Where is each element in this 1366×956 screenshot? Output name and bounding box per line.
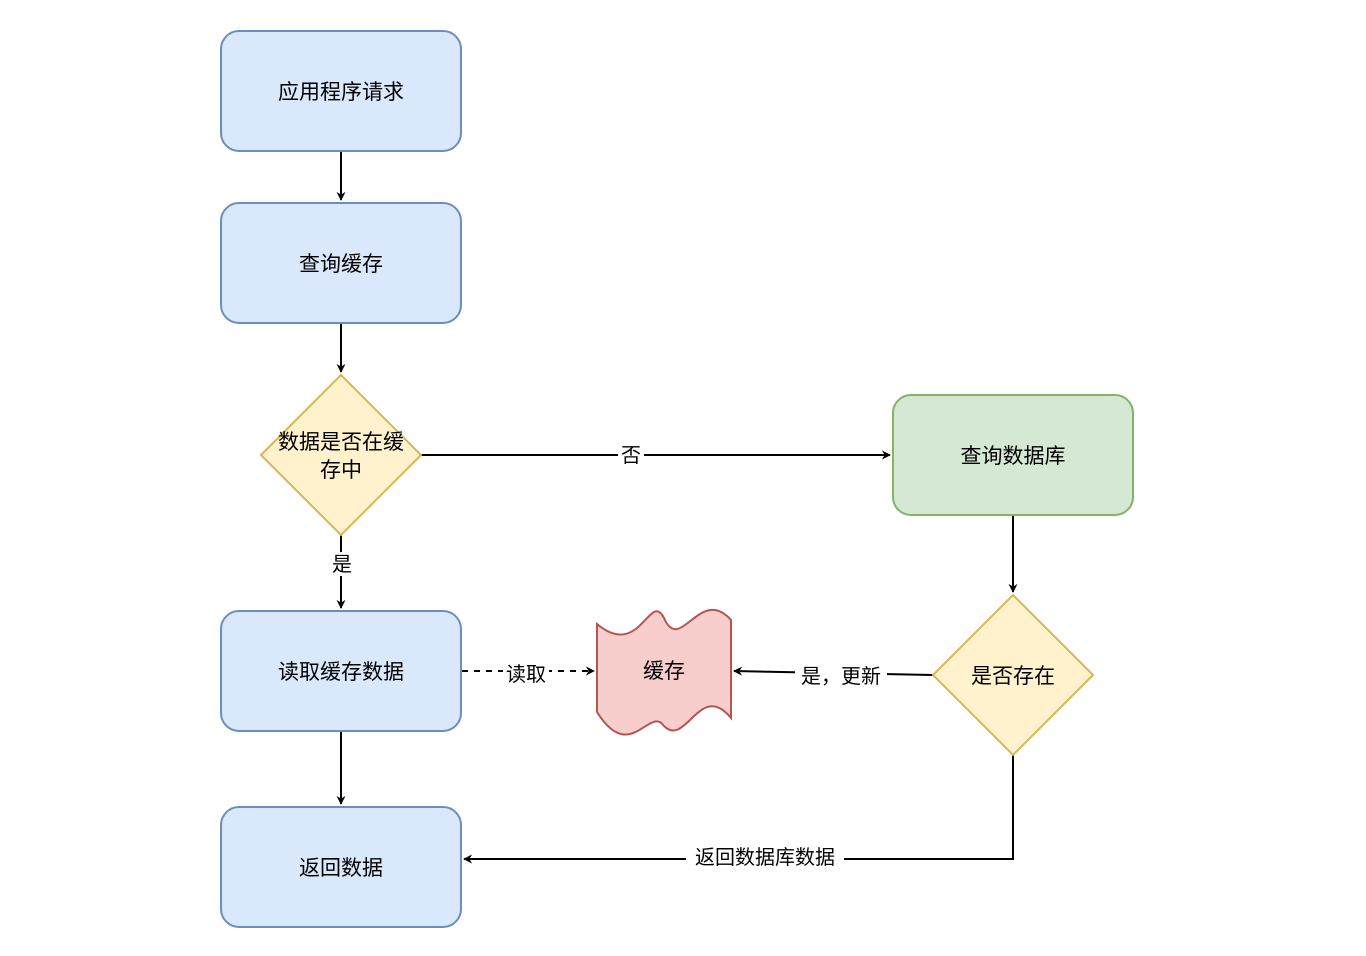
node-label: 查询数据库 [961, 444, 1066, 468]
decision-label-line1: 数据是否在缓 [278, 430, 404, 454]
node-query-db: 查询数据库 [892, 394, 1134, 516]
edge-label-return-db-data: 返回数据库数据 [695, 845, 835, 869]
edge-label-read: 读取 [506, 662, 546, 686]
edge-label-yes: 是 [332, 552, 352, 576]
node-cache-store: 缓存 [596, 608, 732, 736]
node-label: 读取缓存数据 [278, 660, 404, 684]
node-label: 查询缓存 [299, 252, 383, 276]
node-read-cache: 读取缓存数据 [220, 610, 462, 732]
decision-exists: 是否存在 [931, 593, 1095, 757]
decision-in-cache: 数据是否在缓 存中 [259, 373, 423, 537]
node-query-cache: 查询缓存 [220, 202, 462, 324]
decision-label: 是否存在 [971, 664, 1055, 688]
node-app-request: 应用程序请求 [220, 30, 462, 152]
node-label: 应用程序请求 [278, 80, 404, 104]
edge-exists-to-return [463, 755, 1014, 864]
node-label: 缓存 [643, 659, 685, 683]
node-return-data: 返回数据 [220, 806, 462, 928]
edge-label-yes-update: 是，更新 [801, 664, 881, 688]
node-label: 返回数据 [299, 856, 383, 880]
decision-label-line2: 存中 [320, 458, 362, 482]
edge-label-no: 否 [621, 443, 641, 467]
